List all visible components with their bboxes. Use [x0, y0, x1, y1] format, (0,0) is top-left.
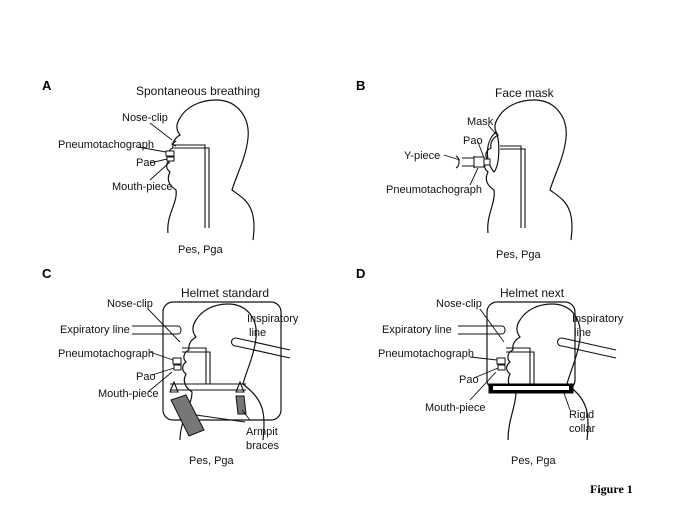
panel-b-lead-pao [477, 141, 485, 159]
panel-b-lead-mask [487, 124, 497, 135]
panel-a-lead-pneumotach [137, 146, 167, 153]
panel-a-catheter [174, 144, 210, 228]
panel-c-pao-block [173, 364, 182, 371]
panel-c-letter: C [42, 266, 52, 281]
panel-c-lead-pao [151, 367, 175, 376]
panel-a-pao-block [166, 156, 175, 162]
panel-d-label-inspiratory-2: line [574, 327, 591, 339]
panel-b-catheter [500, 145, 526, 228]
panel-c-right-brace [235, 395, 247, 415]
panel-d-lead-collar [563, 392, 571, 411]
panel-c-label-pneumotach: Pneumotachograph [58, 348, 154, 360]
panel-c-label-expiratory: Expiratory line [60, 324, 130, 336]
panel-a-label-pao: Pao [136, 157, 156, 169]
panel-c-label-armpit-1: Armpit [246, 426, 278, 438]
panel-c-lead-pneumotach [149, 351, 174, 361]
panel-c-label-noseclip: Nose-clip [107, 298, 153, 310]
panel-c-label-inspiratory-1: Inspiratory [247, 313, 299, 325]
panel-d-label-mouthpiece: Mouth-piece [425, 402, 486, 414]
panel-d-lead-noseclip [479, 308, 505, 343]
panel-d-label-expiratory: Expiratory line [382, 324, 452, 336]
panel-c-left-brace [170, 394, 205, 437]
panel-d-label-rigid-2: collar [569, 423, 596, 435]
panel-d-letter: D [356, 266, 365, 281]
panel-b-label-mask: Mask [467, 116, 494, 128]
panel-d-label-noseclip: Nose-clip [436, 298, 482, 310]
panel-b-letter: B [356, 78, 365, 93]
panel-c-pneumotach-block [172, 357, 182, 365]
panel-d-pao-block [497, 364, 506, 371]
panel-a-label-mouthpiece: Mouth-piece [112, 181, 173, 193]
panel-d-label-pneumotach: Pneumotachograph [378, 348, 474, 360]
panel-c-inspiratory-line [230, 337, 291, 359]
panel-a: A Spontaneous breathing Nose-clip Pneumo… [42, 78, 260, 256]
panel-d-lead-pao [473, 367, 499, 379]
panel-d-expiratory-line [458, 325, 506, 335]
panel-d-title: Helmet next [500, 286, 565, 300]
panel-c-label-armpit-2: braces [246, 440, 280, 452]
panel-b-ypiece [455, 155, 475, 169]
panel-d-label-pao: Pao [459, 374, 479, 386]
panel-c-lead-brace-right [241, 409, 251, 421]
panel-c-expiratory-line [132, 325, 182, 335]
panel-c-title: Helmet standard [181, 286, 269, 300]
panel-a-lead-pao [149, 158, 168, 164]
panel-b-pao-block [483, 158, 491, 166]
panel-a-letter: A [42, 78, 52, 93]
panel-a-label-noseclip: Nose-clip [122, 112, 168, 124]
panel-a-head-outline [166, 99, 255, 241]
panel-b-bottom: Pes, Pga [496, 249, 542, 261]
panel-b-label-pneumotach: Pneumotachograph [386, 184, 482, 196]
panel-c-lead-mouthpiece [147, 371, 173, 393]
panel-d-lead-pneumotach [469, 356, 498, 361]
panel-c-helmet [162, 301, 282, 421]
panel-a-bottom: Pes, Pga [178, 244, 224, 256]
panel-b-lead-ypiece [443, 154, 461, 161]
panel-b: B Face mask Mask Pao Y-piece Pneumotacho… [356, 78, 573, 261]
panel-d-lead-mouthpiece [469, 371, 497, 401]
panel-c-lead-noseclip [147, 308, 181, 343]
panel-d-label-inspiratory-1: Inspiratory [572, 313, 624, 325]
panel-d: D Helmet next Nose-clip Expiratory line … [356, 266, 624, 467]
panel-b-head-outline [484, 99, 573, 241]
panel-c-label-inspiratory-2: line [249, 327, 266, 339]
panel-d-bottom: Pes, Pga [511, 455, 557, 467]
panel-c-catheter [182, 347, 211, 384]
panel-c-head-outline [179, 303, 265, 441]
panel-b-label-ypiece: Y-piece [404, 150, 440, 162]
panel-d-catheter [506, 347, 535, 384]
panel-c-bottom: Pes, Pga [189, 455, 235, 467]
panel-d-inspiratory-line [556, 337, 617, 359]
panel-d-label-rigid-1: Rigid [569, 409, 594, 421]
panel-a-pneumotach-block [165, 150, 175, 157]
panel-b-title: Face mask [495, 86, 555, 100]
figure-label: Figure 1 [590, 482, 633, 496]
panel-c-brace-bar [170, 383, 246, 391]
panel-c-right-clip [235, 380, 245, 393]
panel-b-pneumotach-block [473, 156, 485, 168]
panel-a-label-pneumotach: Pneumotachograph [58, 139, 154, 151]
panel-a-title: Spontaneous breathing [136, 84, 260, 98]
panel-b-lead-pneumotach [469, 167, 479, 186]
panel-b-mask [486, 131, 500, 173]
panel-c-left-clip [169, 380, 179, 393]
panel-a-lead-mouthpiece [149, 161, 171, 181]
panel-c-label-pao: Pao [136, 371, 156, 383]
panel-b-label-pao: Pao [463, 135, 483, 147]
panel-d-pneumotach-block [496, 357, 506, 365]
panel-a-lead-noseclip [149, 122, 173, 141]
panel-c-label-mouthpiece: Mouth-piece [98, 388, 159, 400]
panel-c: C Helmet standard Nose-clip Expiratory l… [42, 266, 299, 467]
panel-c-lead-brace-left [195, 414, 246, 423]
panel-d-collar-inner [493, 386, 569, 390]
